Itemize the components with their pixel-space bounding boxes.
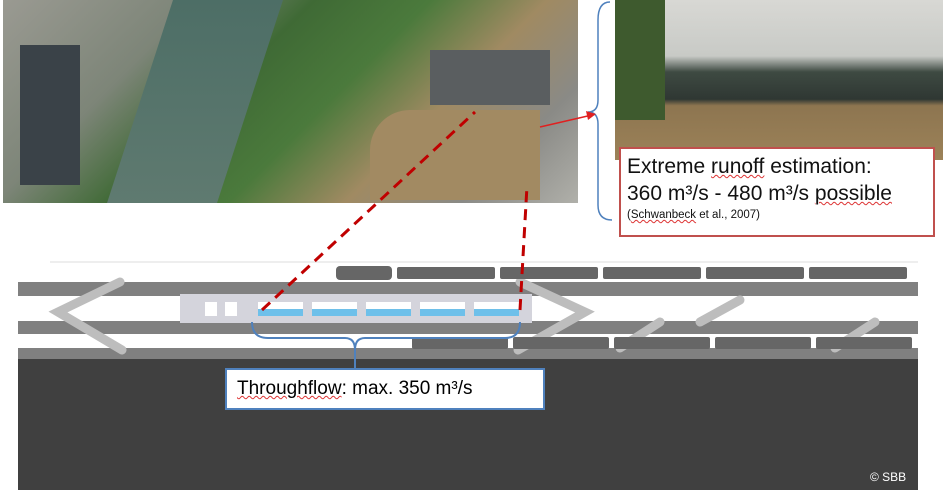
text: et al., 2007) [696,209,760,221]
station-roof [430,50,550,105]
text: : max. 350 m³/s [341,378,473,399]
ground-platform [18,348,918,359]
upper-platform [18,282,918,296]
text: 360 m³/s - 480 m³/s [627,182,815,205]
arrow-head [586,111,596,120]
copyright: © SBB [870,470,907,484]
throughflow-box: Throughflow: max. 350 m³/s [225,368,545,410]
flood-photo-station [615,0,943,160]
text: Extreme [627,155,712,178]
tower-building [20,45,80,185]
brace-station [251,321,521,368]
text: possible [814,182,892,205]
dashed-line-left [260,110,477,312]
arrow [539,114,593,128]
text: Schwanbeck [630,209,697,221]
runoff-estimation-box: Extreme runoff estimation: 360 m³/s - 48… [619,147,935,237]
brace-right [587,1,613,221]
text: estimation: [764,155,872,178]
text: ( [627,209,631,221]
trees [615,0,665,120]
lower-platform [18,321,918,334]
trains-upper [336,266,907,280]
dashed-line-right [518,185,529,311]
text: runoff [711,155,765,178]
water-windows [258,302,519,316]
text: Throughflow [237,378,342,399]
trains-lower [412,337,912,349]
